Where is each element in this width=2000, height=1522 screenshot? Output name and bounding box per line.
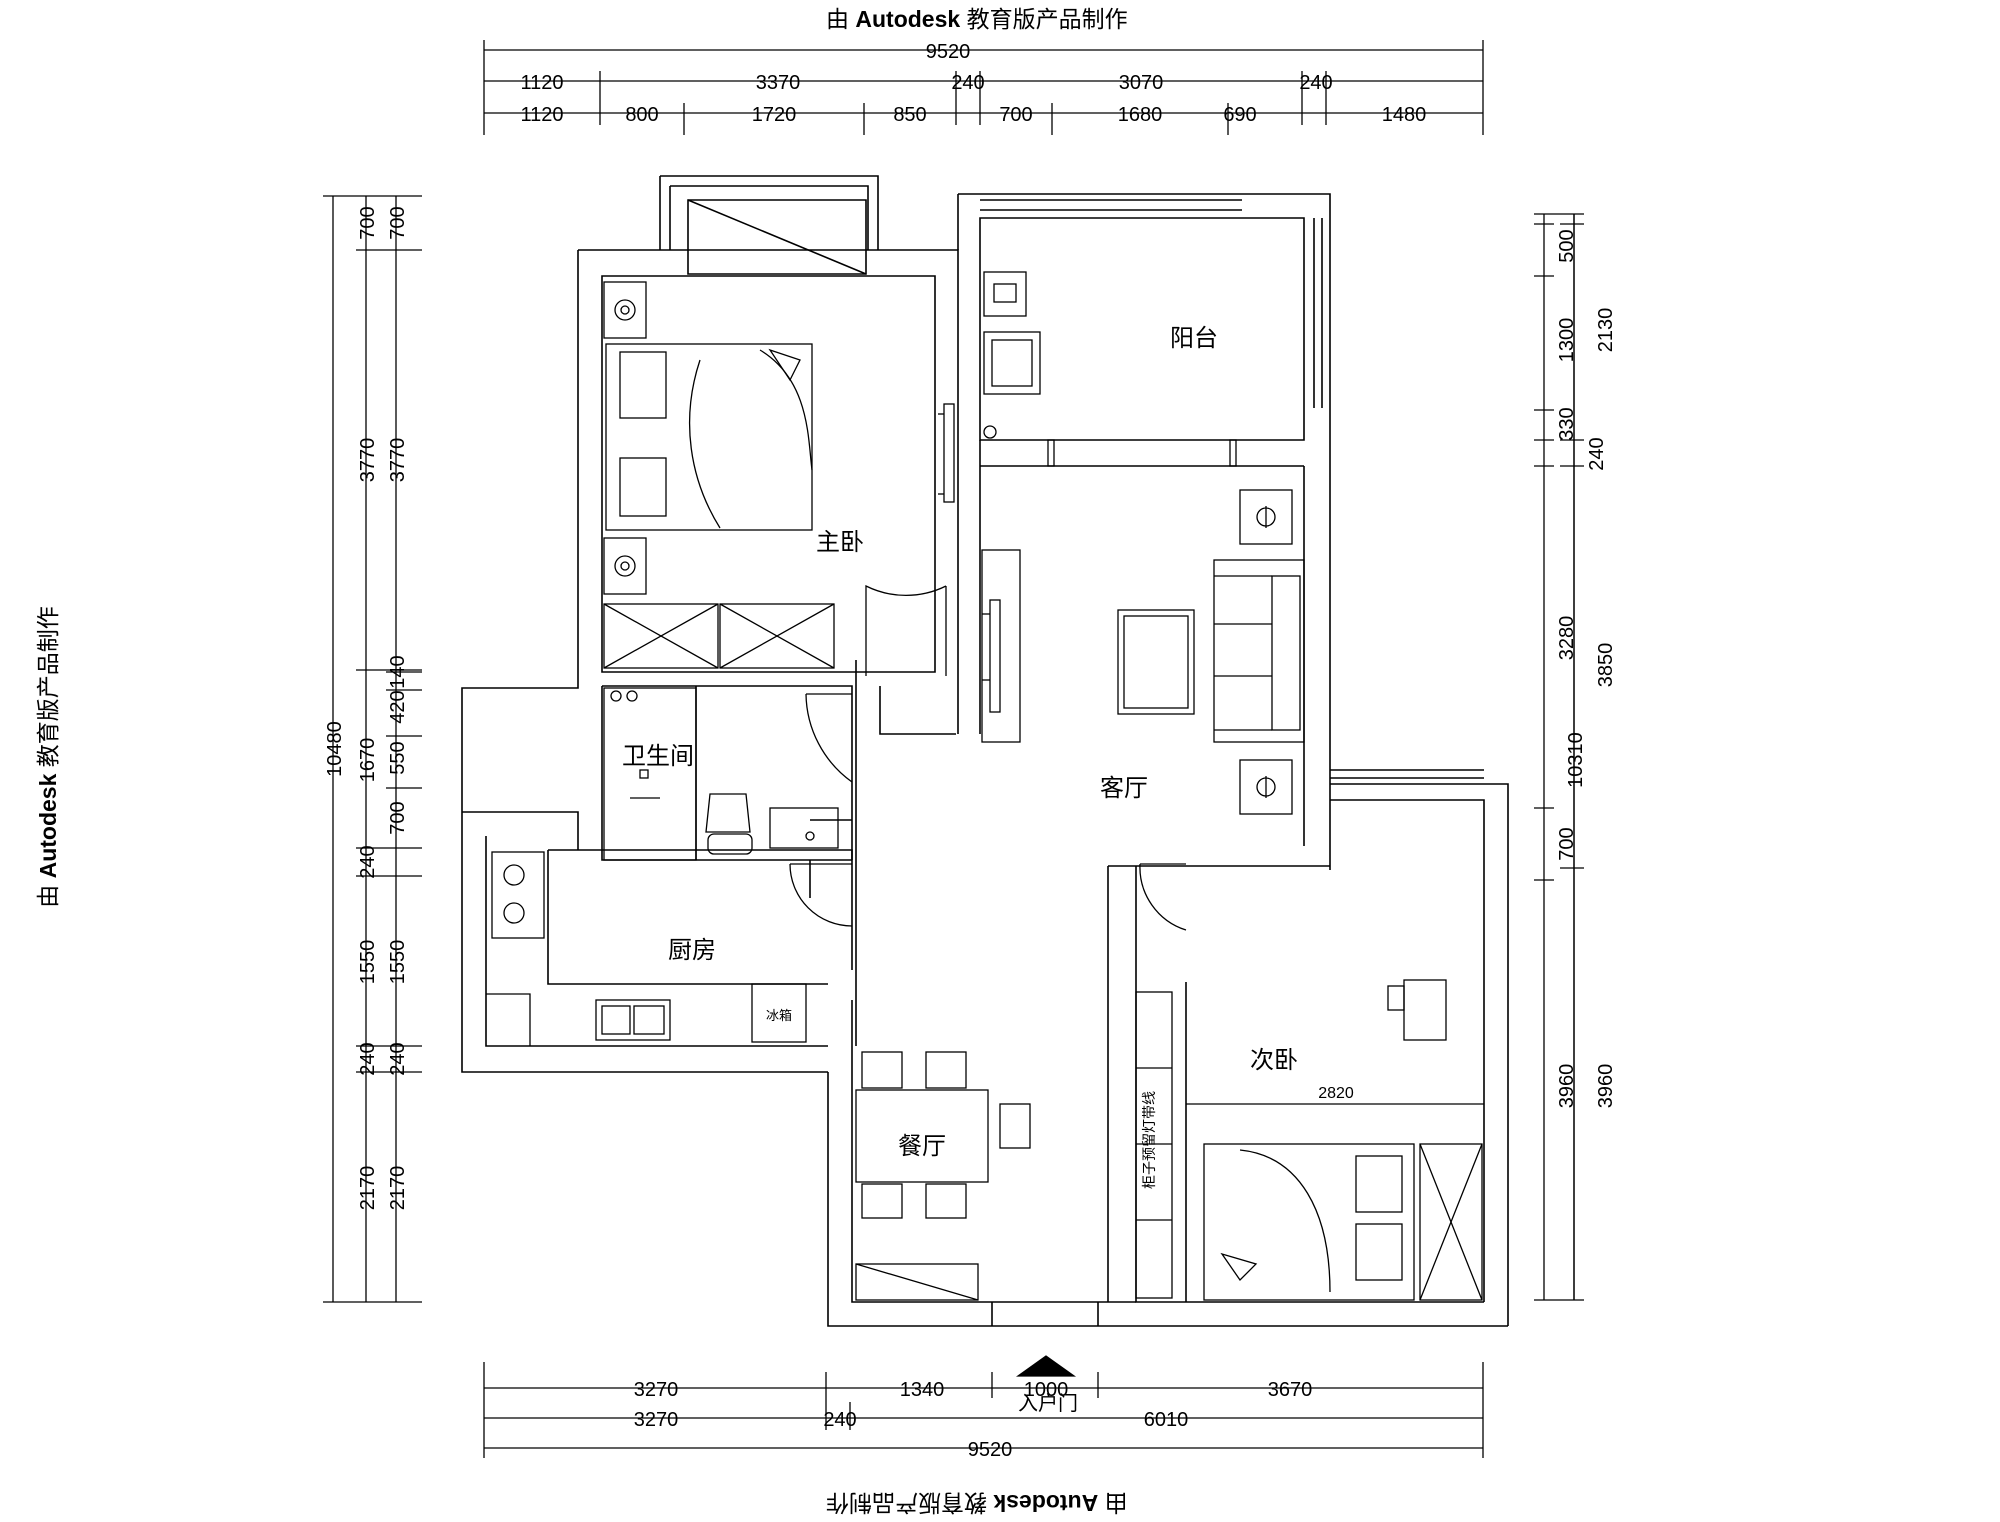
left-dimensions: 10480 700 3770 1670 240 1550 240 2170 70… [323, 195, 422, 1303]
furniture: 冰箱 柜子预留灯带线 2820 入户门 [486, 271, 1484, 1415]
dim-left-b-5: 700 [387, 801, 409, 834]
dim-top-r2-3: 850 [893, 104, 926, 126]
dim-left-b-0: 700 [387, 206, 409, 239]
dim-left-a-5: 240 [357, 1042, 379, 1075]
dim-right-a-5: 700 [1556, 827, 1578, 860]
dim-left-a-3: 240 [357, 845, 379, 878]
dim-right-a-1: 1300 [1556, 318, 1578, 363]
dim-top-r1-0: 1120 [520, 72, 563, 94]
dim-left-b-7: 240 [387, 1042, 409, 1075]
label-living-room: 客厅 [1100, 775, 1148, 802]
dim-bot-r1-3: 3670 [1268, 1379, 1313, 1401]
dim-top-r1-4: 240 [1299, 72, 1332, 94]
dim-left-a-0: 700 [357, 206, 379, 239]
dim-bot-r2-2: 6010 [1144, 1409, 1189, 1431]
bedroom-width: 2820 [1318, 1085, 1354, 1102]
dim-bot-r2-0: 3270 [634, 1409, 679, 1431]
dim-top-r2-5: 700 [999, 104, 1032, 126]
dim-top-total: 9520 [926, 41, 971, 63]
dim-right-a-3: 240 [1586, 437, 1608, 470]
doors [789, 584, 1187, 931]
dim-left-a-1: 3770 [357, 438, 379, 483]
room-labels: 主卧 阳台 卫生间 客厅 厨房 次卧 餐厅 [622, 325, 1298, 1160]
dim-right-a-4: 3280 [1556, 616, 1578, 661]
label-balcony: 阳台 [1170, 325, 1218, 352]
dim-left-b-3: 420 [387, 690, 409, 723]
dim-right-b-1: 3850 [1595, 643, 1617, 688]
dim-bot-total: 9520 [968, 1439, 1013, 1461]
dim-bot-r2-1: 240 [823, 1409, 856, 1431]
dim-top-r2-7: 690 [1223, 104, 1256, 126]
dim-top-r2-8: 1480 [1382, 104, 1427, 126]
dim-right-a-2: 330 [1556, 407, 1578, 440]
dim-right-a-0v: 500 [1556, 229, 1578, 262]
dim-left-b-2: 140 [387, 655, 409, 688]
label-second-bedroom: 次卧 [1250, 1047, 1298, 1074]
dim-top-r2-6: 1680 [1118, 104, 1163, 126]
dim-bot-r1-2: 1000 [1024, 1379, 1069, 1401]
dim-right-b-0: 2130 [1595, 308, 1617, 353]
right-dimensions: 10310 2130 3850 3960 500 500 1300 330 24… [1534, 213, 1617, 1301]
walls [461, 175, 1509, 1327]
dim-top-r2-1: 800 [625, 104, 658, 126]
dim-left-outer: 10480 [324, 721, 346, 777]
closet-note: 柜子预留灯带线 [1141, 1091, 1157, 1189]
watermark-top: 由 Autodesk 教育版产品制作 [826, 6, 1128, 32]
dim-top-r2-2: 1720 [752, 104, 797, 126]
dim-top-r1-3: 3070 [1119, 72, 1164, 94]
fridge-label: 冰箱 [766, 1008, 792, 1023]
bottom-dimensions: 3270 1340 1000 3670 3270 240 6010 9520 [483, 1362, 1484, 1461]
entrance-label: 入户门 [1018, 1392, 1078, 1415]
label-dining-room: 餐厅 [898, 1133, 946, 1160]
dim-left-a-2: 1670 [357, 738, 379, 783]
dim-left-a-4: 1550 [357, 940, 379, 985]
label-kitchen: 厨房 [668, 937, 716, 964]
dim-bot-r1-1: 1340 [900, 1379, 945, 1401]
dim-top-r2-0: 1120 [520, 104, 563, 126]
label-master-bedroom: 主卧 [816, 529, 864, 556]
dim-left-b-4: 550 [387, 741, 409, 774]
dim-top-r1-1: 3370 [756, 72, 801, 94]
dim-right-b-2: 3960 [1595, 1064, 1617, 1109]
dim-right-outer: 10310 [1565, 732, 1587, 788]
top-dimensions: 9520 1120 3370 240 3070 240 1120 800 172… [483, 40, 1484, 135]
dim-bot-r1-0: 3270 [634, 1379, 679, 1401]
dim-left-b-6: 1550 [387, 940, 409, 985]
dim-left-a-6: 2170 [357, 1166, 379, 1211]
dim-top-r1-2: 240 [951, 72, 984, 94]
dim-right-a-6: 3960 [1556, 1064, 1578, 1109]
label-bathroom: 卫生间 [622, 743, 694, 770]
dim-left-b-8: 2170 [387, 1166, 409, 1211]
dim-left-b-1: 3770 [387, 438, 409, 483]
